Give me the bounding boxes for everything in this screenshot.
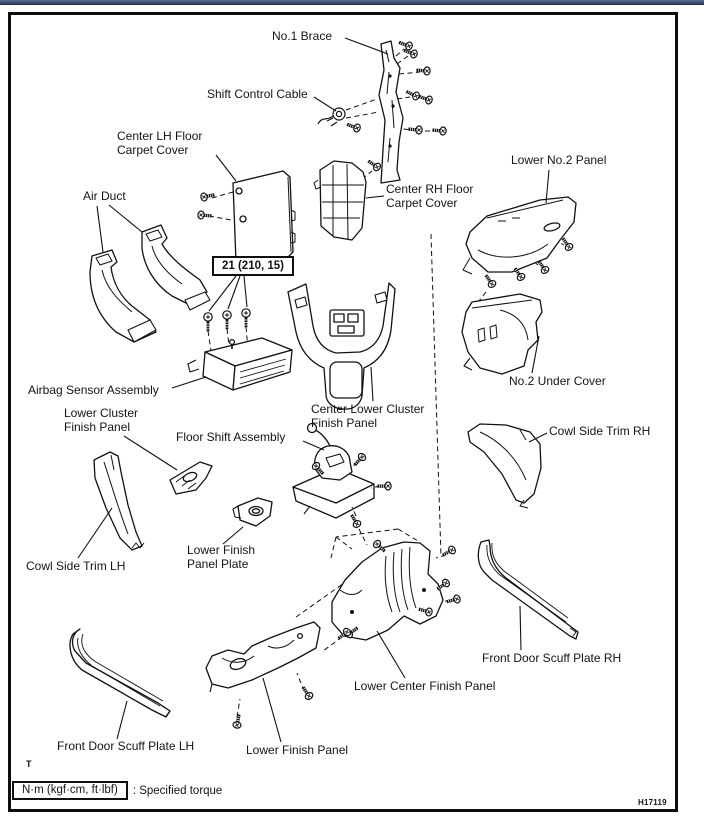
label-floor-shift-assembly: Floor Shift Assembly (176, 430, 286, 444)
diagram-frame (8, 12, 678, 812)
screw-icon (414, 64, 433, 77)
screw-icon (230, 712, 245, 731)
label-air-duct: Air Duct (83, 189, 126, 203)
label-lower-cluster-finish-panel: Lower Cluster Finish Panel (64, 406, 139, 434)
part-no1-brace (378, 40, 404, 184)
torque-legend-description: : Specified torque (132, 784, 223, 797)
part-air-duct-lh (89, 249, 157, 343)
part-airbag-sensor-assembly (187, 337, 293, 391)
part-cowl-side-trim-rh (467, 423, 542, 509)
part-center-lower-cluster-finish-panel (287, 282, 396, 410)
part-lower-finish-panel (205, 621, 321, 693)
screw-icon (430, 124, 449, 137)
top-divider-bar (0, 0, 704, 5)
screw-icon (481, 271, 499, 291)
label-center-lh-floor-carpet-cover: Center LH Floor Carpet Cover (117, 129, 203, 157)
bolt-icon (202, 311, 214, 333)
part-cowl-side-trim-lh (93, 451, 145, 551)
label-lower-finish-panel: Lower Finish Panel (246, 743, 349, 757)
part-lower-cluster-finish-panel (169, 461, 213, 495)
screw-icon (396, 37, 415, 53)
part-floor-shift-assembly (292, 422, 375, 519)
label-lower-no2-panel: Lower No.2 Panel (511, 153, 607, 167)
torque-legend-box: N·m (kgf·cm, ft·lbf) (12, 781, 128, 800)
screw-icon (346, 511, 364, 531)
label-cowl-side-trim-lh: Cowl Side Trim LH (26, 559, 126, 573)
figure-id: H17119 (638, 798, 667, 807)
label-airbag-sensor-assembly: Airbag Sensor Assembly (28, 383, 159, 397)
part-front-door-scuff-plate-rh (477, 539, 579, 640)
label-lower-finish-panel-plate: Lower Finish Panel Plate (187, 543, 256, 571)
label-no1-brace: No.1 Brace (272, 29, 333, 43)
part-shift-control-cable (317, 107, 346, 127)
part-front-door-scuff-plate-lh (69, 628, 171, 718)
t-mark: T (26, 759, 32, 769)
screw-icon (444, 592, 463, 608)
label-front-door-scuff-plate-lh: Front Door Scuff Plate LH (57, 739, 195, 753)
part-lower-finish-panel-plate (232, 497, 273, 527)
label-center-rh-floor-carpet-cover: Center RH Floor Carpet Cover (386, 182, 474, 210)
screw-icon (364, 156, 384, 174)
screw-icon (198, 189, 217, 204)
leader-lines (77, 37, 550, 743)
label-shift-control-cable: Shift Control Cable (207, 87, 308, 101)
screw-icon (344, 119, 363, 135)
label-no2-under-cover: No.2 Under Cover (509, 374, 606, 388)
label-front-door-scuff-plate-rh: Front Door Scuff Plate RH (482, 651, 622, 665)
screw-icon (298, 683, 316, 703)
screw-icon (375, 480, 393, 492)
screw-icon (195, 209, 214, 222)
bolt-icon (221, 309, 233, 331)
label-cowl-side-trim-rh: Cowl Side Trim RH (549, 424, 651, 438)
screw-icon (403, 86, 423, 103)
part-center-rh-floor-carpet-cover (313, 160, 367, 241)
bolt-icon (240, 307, 252, 329)
part-lower-center-finish-panel (331, 541, 444, 641)
part-no2-under-cover (461, 293, 543, 375)
part-lower-no2-panel (462, 196, 577, 275)
part-air-duct-rh (141, 224, 211, 311)
torque-spec-callout: 21 (210, 15) (212, 256, 294, 276)
torque-legend: N·m (kgf·cm, ft·lbf) : Specified torque (12, 781, 222, 800)
label-center-lower-cluster-finish-panel: Center Lower Cluster Finish Panel (311, 402, 425, 430)
screw-icon (439, 543, 459, 561)
label-lower-center-finish-panel: Lower Center Finish Panel (354, 679, 496, 693)
screw-icon (406, 123, 425, 136)
screw-icon (416, 91, 435, 107)
